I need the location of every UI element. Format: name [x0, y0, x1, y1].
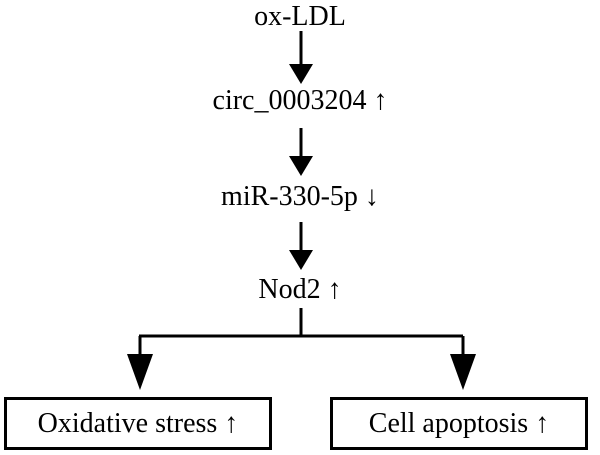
node-cell-apoptosis: Cell apoptosis ↑	[330, 397, 588, 450]
edge-circ0003204-to-mir330	[289, 128, 313, 176]
edge-oxldl-to-circ0003204	[289, 31, 313, 84]
node-cell-apoptosis-label: Cell apoptosis ↑	[368, 407, 550, 439]
node-oxidative-stress-label: Oxidative stress ↑	[37, 407, 239, 439]
edge-nod2-to-oxidative-stress	[127, 336, 153, 390]
node-oxidative-stress: Oxidative stress ↑	[4, 397, 272, 450]
edge-nod2-to-cell-apoptosis	[450, 336, 476, 390]
edge-nod2-branch-stem	[139, 308, 463, 338]
node-nod2: Nod2 ↑	[258, 274, 342, 305]
node-ox-ldl: ox-LDL	[254, 1, 346, 32]
edge-mir330-to-nod2	[289, 222, 313, 270]
node-mir-330-5p: miR-330-5p ↓	[221, 181, 379, 212]
node-circ-0003204: circ_0003204 ↑	[212, 85, 388, 116]
